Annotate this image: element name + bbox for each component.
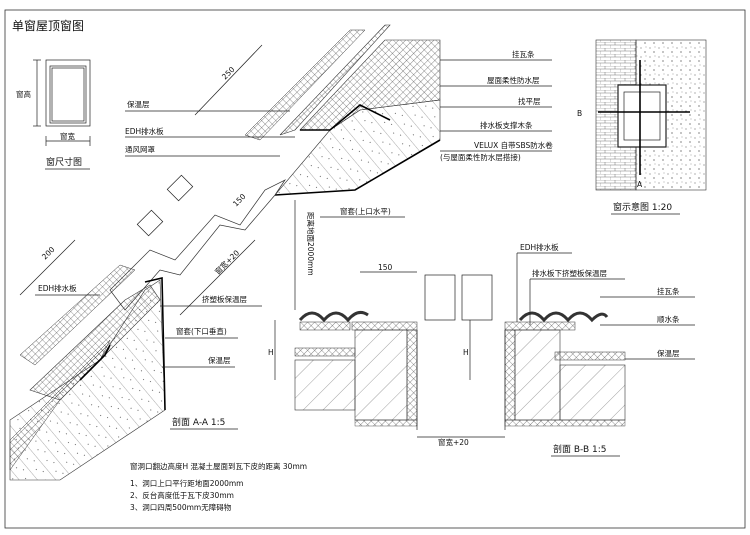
dim-150-bb: 150 xyxy=(378,263,393,272)
drawing-title: 单窗屋顶窗图 xyxy=(12,19,84,33)
schematic-caption: 窗示意图 1:20 xyxy=(613,201,672,213)
label-vent-mesh: 通风网罩 xyxy=(125,144,155,154)
sheet-border xyxy=(4,9,746,529)
dim-width-plus-aa: 窗宽+20 xyxy=(212,247,241,276)
label-counter-batten: 顺水条 xyxy=(657,314,680,324)
label-xps-insulation: 挤塑板保温层 xyxy=(202,294,247,304)
window-schematic: B A 窗示意图 1:20 xyxy=(577,39,707,215)
label-leveling: 找平层 xyxy=(518,96,541,106)
notes-heading: 窗洞口翻边高度H 混凝土屋面到瓦下皮的距离 30mm xyxy=(130,461,307,471)
marker-a: A xyxy=(637,180,643,189)
marker-b: B xyxy=(577,109,582,118)
label-tile-batten: 挂瓦条 xyxy=(512,49,535,59)
window-width-label: 窗宽 xyxy=(60,131,75,141)
section-aa-labels: 保温层 EDH排水板 通风网罩 250 150 挂瓦条 屋面柔性防水层 找平层 … xyxy=(19,44,553,430)
note-item-3: 3、洞口四周500mm无障碍物 xyxy=(130,502,232,512)
section-bb-labels: 150 H H 窗宽+20 EDH排水板 排水板下挤塑板保温层 挂瓦条 顺水条 … xyxy=(268,242,695,457)
note-item-2: 2、反台高度低于瓦下皮30mm xyxy=(130,490,234,500)
section-bb-caption: 剖面 B-B 1:5 xyxy=(553,443,606,455)
notes: 窗洞口翻边高度H 混凝土屋面到瓦下皮的距离 30mm 1、洞口上口平行距地面20… xyxy=(130,461,307,512)
window-size-diagram: 窗高 窗宽 窗尺寸图 xyxy=(16,59,91,170)
window-height-label: 窗高 xyxy=(16,89,31,99)
section-aa-drawing xyxy=(9,24,441,481)
label-under-drain-xps: 排水板下挤塑板保温层 xyxy=(532,268,607,278)
label-edh-drain-top: EDH排水板 xyxy=(125,126,164,136)
section-aa-caption: 剖面 A-A 1:5 xyxy=(172,416,225,428)
label-velux-sbs: VELUX 自带SBS防水卷 xyxy=(474,140,553,150)
dim-150: 150 xyxy=(231,192,248,209)
dim-h-right: H xyxy=(463,348,469,357)
label-insulation-bb: 保温层 xyxy=(657,349,680,358)
section-bb-drawing xyxy=(294,274,626,438)
label-insulation-top: 保温层 xyxy=(127,100,150,109)
note-item-1: 1、洞口上口平行距地面2000mm xyxy=(130,478,243,488)
dim-250: 250 xyxy=(220,65,237,82)
dim-200: 200 xyxy=(40,245,57,262)
label-insulation-bottom: 保温层 xyxy=(208,356,231,365)
label-tile-batten-bb: 挂瓦条 xyxy=(657,286,680,296)
label-flexible-waterproof: 屋面柔性防水层 xyxy=(487,75,540,85)
dim-h-left: H xyxy=(268,348,274,357)
label-frame-top: 窗套(上口水平) xyxy=(340,206,391,216)
label-distance-floor: 距离地面2000mm xyxy=(306,212,316,276)
label-edh-drain-bottom: EDH排水板 xyxy=(38,283,77,293)
window-size-caption: 窗尺寸图 xyxy=(46,156,82,168)
dim-width-plus-bb: 窗宽+20 xyxy=(438,437,469,447)
label-velux-sbs-note: (与屋面柔性防水层搭接) xyxy=(440,152,521,162)
label-drain-support: 排水板支撑木条 xyxy=(480,120,533,130)
label-frame-bottom: 窗套(下口垂直) xyxy=(176,326,227,336)
label-edh-drain-bb: EDH排水板 xyxy=(520,242,559,252)
